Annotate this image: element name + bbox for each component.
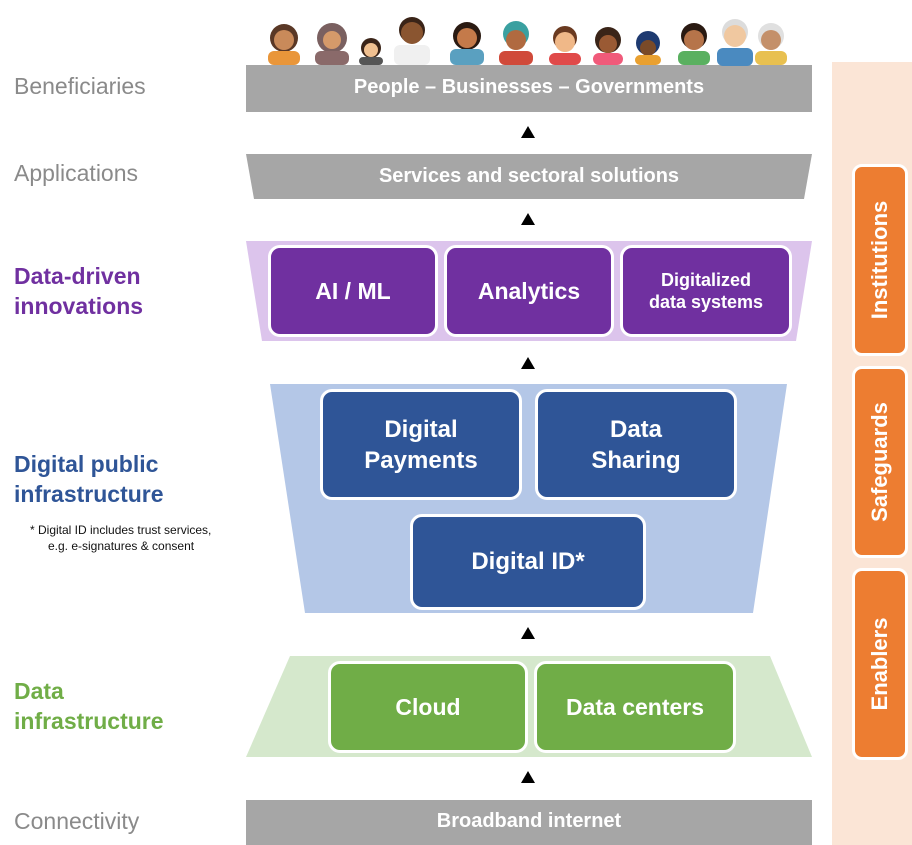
box-label-line: Data — [609, 415, 663, 443]
box-digitalized-data-systems: Digitalized data systems — [620, 245, 792, 337]
box-analytics: Analytics — [444, 245, 614, 337]
box-label: Analytics — [477, 277, 581, 304]
pillar-enablers: Enablers — [852, 568, 908, 760]
layer-label-line: innovations — [14, 293, 144, 319]
box-data-centers: Data centers — [534, 661, 736, 753]
box-label-line: data systems — [648, 292, 764, 312]
box-ai-ml: AI / ML — [268, 245, 438, 337]
pillar-safeguards: Safeguards — [852, 366, 908, 558]
beneficiaries-bar — [246, 65, 812, 112]
up-arrow-icon — [521, 126, 535, 138]
box-label: Data centers — [565, 693, 705, 720]
box-label-line: Payments — [364, 446, 478, 474]
layer-label-digital-public-infrastructure: Digital public infrastructure — [14, 449, 164, 509]
up-arrow-icon — [521, 213, 535, 225]
layer-label-data-driven-innovations: Data-driven innovations — [14, 261, 143, 321]
applications-bar-text: Services and sectoral solutions — [378, 165, 680, 187]
footnote-line: e.g. e-signatures & consent — [48, 539, 195, 553]
layer-label-line: Data-driven — [14, 263, 141, 289]
up-arrow-icon — [521, 357, 535, 369]
pillar-institutions: Institutions — [852, 164, 908, 356]
box-label: Cloud — [395, 693, 461, 720]
up-arrow-icon — [521, 771, 535, 783]
box-cloud: Cloud — [328, 661, 528, 753]
layer-label-beneficiaries: Beneficiaries — [14, 73, 146, 99]
layer-label-data-infrastructure: Data infrastructure — [14, 676, 164, 736]
layer-label-line: Data — [14, 678, 64, 704]
connectivity-bar-text: Broadband internet — [436, 810, 622, 832]
layer-label-applications: Applications — [14, 160, 139, 186]
box-label: AI / ML — [315, 277, 391, 304]
box-data-sharing: Data Sharing — [535, 389, 737, 500]
box-digital-id: Digital ID* — [410, 514, 646, 610]
box-label: Digital ID* — [471, 548, 585, 575]
applications-bar — [246, 154, 812, 199]
box-label-line: Digitalized — [660, 270, 751, 290]
digital-id-footnote: * Digital ID includes trust services, e.… — [30, 522, 211, 554]
box-label-line: Digital — [384, 415, 458, 443]
people-illustration-icon — [268, 17, 787, 66]
connectivity-bar — [246, 800, 812, 845]
box-digital-payments: Digital Payments — [320, 389, 522, 500]
up-arrow-icon — [521, 627, 535, 639]
layer-label-connectivity: Connectivity — [14, 808, 140, 834]
layer-label-line: Digital public — [14, 451, 159, 477]
box-label-line: Sharing — [591, 446, 681, 474]
layer-label-line: infrastructure — [14, 708, 164, 734]
footnote-line: * Digital ID includes trust services, — [30, 523, 212, 537]
layer-label-line: infrastructure — [14, 481, 164, 507]
beneficiaries-bar-text: People – Businesses – Governments — [353, 76, 705, 98]
